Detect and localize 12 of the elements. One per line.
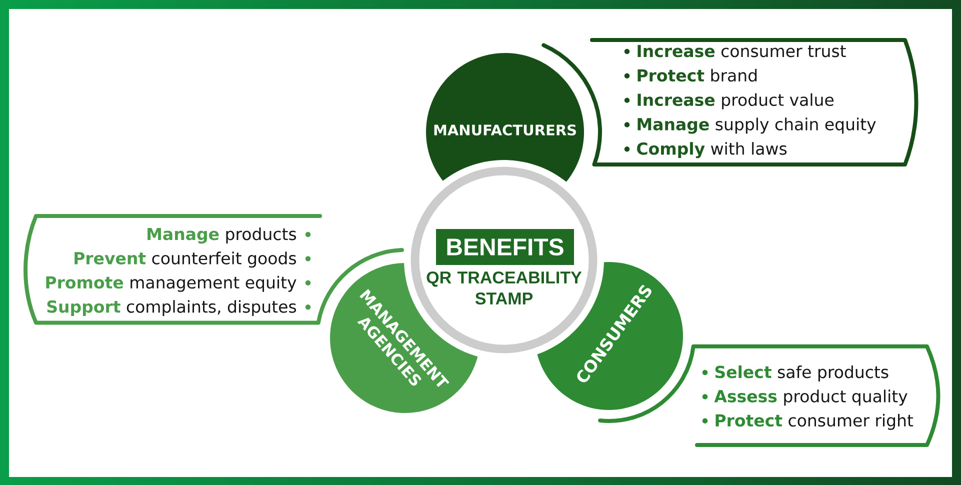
list-item: Support complaints, disputes <box>47 300 296 316</box>
list-item: Prevent counterfeit goods <box>74 252 296 268</box>
list-item: Comply with laws <box>637 142 787 158</box>
list-item: Increase product value <box>638 93 834 110</box>
list-item: Increase consumer trust <box>638 44 846 58</box>
list-item: Protect consumer right <box>716 414 914 430</box>
list-item: Promote management equity <box>46 276 296 292</box>
list-item: Manage products <box>148 227 296 244</box>
list-item: Assess product quality <box>714 390 908 406</box>
list-item: Select safe products <box>715 365 888 382</box>
list-item: Manage supply chain equity <box>638 118 876 134</box>
list-item: Protect brand <box>638 68 757 82</box>
